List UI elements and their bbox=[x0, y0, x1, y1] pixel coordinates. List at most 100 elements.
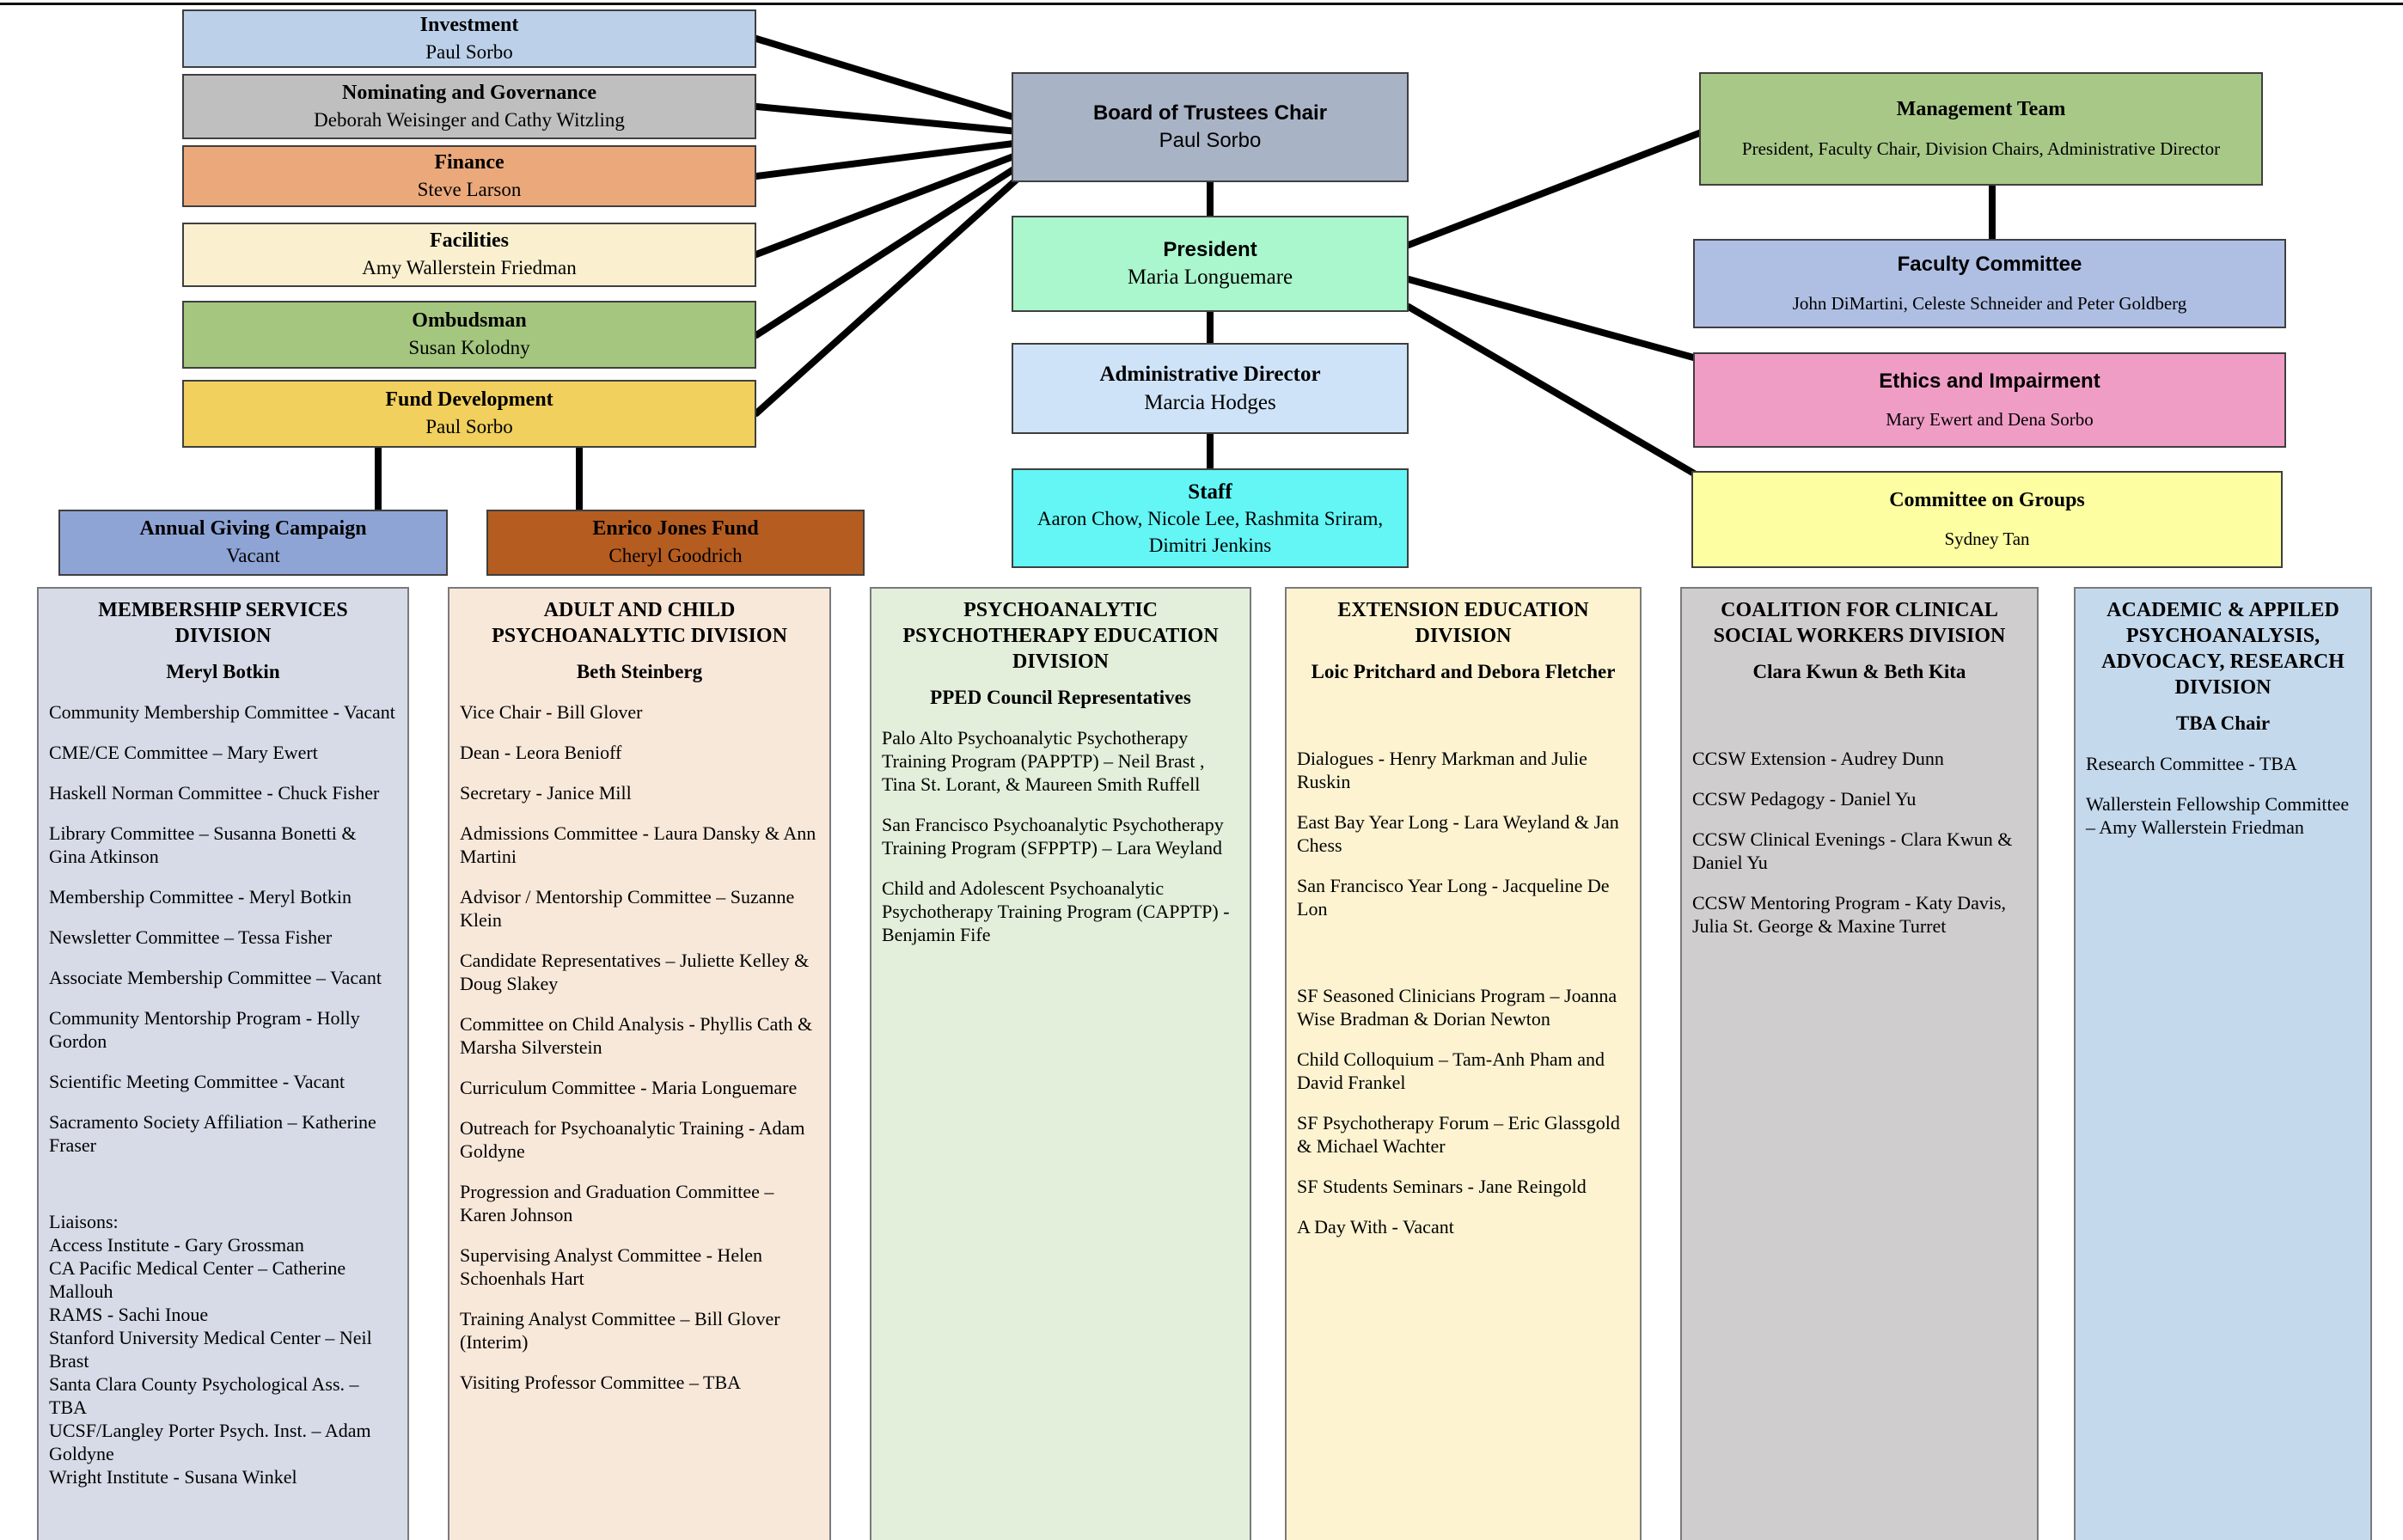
division-item: Wallerstein Fellowship Committee – Amy W… bbox=[2086, 793, 2350, 838]
division-item: Outreach for Psychoanalytic Training - A… bbox=[460, 1117, 805, 1162]
box-title: Management Team bbox=[1896, 98, 2066, 121]
division-item: Research Committee - TBA bbox=[2086, 753, 2297, 774]
box-members: Sydney Tan bbox=[1944, 529, 2030, 550]
box-title: Enrico Jones Fund bbox=[592, 517, 759, 541]
division-item: A Day With - Vacant bbox=[1297, 1216, 1454, 1238]
connector-line bbox=[1405, 303, 1703, 480]
box-title: Staff bbox=[1188, 480, 1232, 504]
division-item: CCSW Clinical Evenings - Clara Kwun & Da… bbox=[1692, 828, 2013, 873]
division-item: San Francisco Psychoanalytic Psychothera… bbox=[882, 814, 1224, 859]
box-title: Annual Giving Campaign bbox=[139, 517, 367, 541]
box-title: Board of Trustees Chair bbox=[1092, 101, 1328, 125]
box-members: Aaron Chow, Nicole Lee, Rashmita Sriram,… bbox=[1036, 508, 1384, 556]
box-members: Paul Sorbo bbox=[1159, 129, 1262, 152]
division-psychoanalytic: PSYCHOANALYTIC PSYCHOTHERAPY EDUCATION D… bbox=[870, 587, 1251, 1540]
box-members: Vacant bbox=[226, 545, 280, 567]
division-item: SF Seasoned Clinicians Program – Joanna … bbox=[1297, 985, 1617, 1030]
division-item: CCSW Mentoring Program - Katy Davis, Jul… bbox=[1692, 892, 2007, 937]
box-title: Facilities bbox=[430, 229, 509, 253]
division-leader: Loic Pritchard and Debora Fletcher bbox=[1311, 661, 1616, 682]
division-item: Associate Membership Committee – Vacant bbox=[49, 967, 382, 988]
division-item: Liaisons: Access Institute - Gary Grossm… bbox=[49, 1211, 372, 1488]
division-spacer bbox=[49, 1174, 397, 1193]
box-title: Investment bbox=[419, 13, 519, 36]
box-title: Nominating and Governance bbox=[341, 81, 596, 104]
division-title: EXTENSION EDUCATION DIVISION bbox=[1337, 599, 1589, 647]
box-title: Ethics and Impairment bbox=[1879, 369, 2100, 393]
division-title: MEMBERSHIP SERVICES DIVISION bbox=[98, 599, 348, 647]
division-item: CCSW Extension - Audrey Dunn bbox=[1692, 748, 1944, 769]
division-item: Secretary - Janice Mill bbox=[460, 782, 632, 804]
division-item: Progression and Graduation Committee – K… bbox=[460, 1181, 774, 1225]
division-item: Scientific Meeting Committee - Vacant bbox=[49, 1071, 345, 1092]
box-title: Administrative Director bbox=[1099, 363, 1321, 386]
division-title: COALITION FOR CLINICAL SOCIAL WORKERS DI… bbox=[1713, 599, 2006, 647]
division-leader: Meryl Botkin bbox=[166, 661, 280, 682]
division-item: Committee on Child Analysis - Phyllis Ca… bbox=[460, 1013, 813, 1058]
division-item: Dean - Leora Benioff bbox=[460, 742, 622, 763]
box-members: Steve Larson bbox=[417, 178, 522, 200]
division-title: PSYCHOANALYTIC PSYCHOTHERAPY EDUCATION D… bbox=[902, 599, 1219, 673]
division-leader: Clara Kwun & Beth Kita bbox=[1752, 661, 1966, 682]
division-leader: PPED Council Representatives bbox=[930, 687, 1191, 708]
division-item: Library Committee – Susanna Bonetti & Gi… bbox=[49, 822, 357, 867]
connector-line bbox=[1405, 276, 1709, 364]
division-item: Palo Alto Psychoanalytic Psychotherapy T… bbox=[882, 727, 1205, 795]
connector-line bbox=[753, 157, 1030, 339]
connector-line bbox=[753, 138, 1030, 180]
division-leader: TBA Chair bbox=[2175, 712, 2271, 734]
box-title: President bbox=[1163, 237, 1257, 261]
division-title: ACADEMIC & APPILED PSYCHOANALYSIS, ADVOC… bbox=[2101, 599, 2345, 699]
division-leader: Beth Steinberg bbox=[576, 661, 703, 682]
division-item: Haskell Norman Committee - Chuck Fisher bbox=[49, 782, 380, 804]
division-item: CCSW Pedagogy - Daniel Yu bbox=[1692, 788, 1917, 810]
division-item: Supervising Analyst Committee - Helen Sc… bbox=[460, 1244, 762, 1289]
division-item: Admissions Committee - Laura Dansky & An… bbox=[460, 822, 816, 867]
division-spacer bbox=[1297, 938, 1630, 967]
top-border-rule bbox=[0, 3, 2403, 5]
box-title: Ombudsman bbox=[412, 309, 527, 333]
division-item: Curriculum Committee - Maria Longuemare bbox=[460, 1077, 798, 1098]
box-members: John DiMartini, Celeste Schneider and Pe… bbox=[1792, 292, 2187, 314]
division-spacer bbox=[1692, 700, 2027, 730]
division-item: Training Analyst Committee – Bill Glover… bbox=[460, 1308, 780, 1353]
division-item: Candidate Representatives – Juliette Kel… bbox=[460, 950, 810, 994]
box-members: Deborah Weisinger and Cathy Witzling bbox=[314, 108, 625, 131]
box-title: Committee on Groups bbox=[1889, 488, 2085, 511]
division-item: East Bay Year Long - Lara Weyland & Jan … bbox=[1297, 811, 1619, 856]
box-members: Cheryl Goodrich bbox=[608, 545, 743, 567]
division-item: Visiting Professor Committee – TBA bbox=[460, 1372, 742, 1393]
division-item: Community Mentorship Program - Holly Gor… bbox=[49, 1007, 360, 1052]
box-members: President, Faculty Chair, Division Chair… bbox=[1741, 138, 2221, 159]
box-title: Faculty Committee bbox=[1897, 253, 2082, 277]
division-item: San Francisco Year Long - Jacqueline De … bbox=[1297, 875, 1610, 920]
connector-line bbox=[753, 148, 1030, 258]
division-item: Advisor / Mentorship Committee – Suzanne… bbox=[460, 886, 795, 931]
division-spacer bbox=[1297, 700, 1630, 730]
box-members: Paul Sorbo bbox=[425, 40, 513, 63]
division-item: Community Membership Committee - Vacant bbox=[49, 701, 395, 723]
connector-line bbox=[753, 103, 1030, 136]
division-coalition-for-clinical: COALITION FOR CLINICAL SOCIAL WORKERS DI… bbox=[1680, 587, 2039, 1540]
box-members: Susan Kolodny bbox=[408, 337, 530, 359]
connector-line bbox=[1405, 125, 1714, 248]
box-members: Paul Sorbo bbox=[425, 416, 513, 438]
division-academic-appiled: ACADEMIC & APPILED PSYCHOANALYSIS, ADVOC… bbox=[2074, 587, 2372, 1540]
